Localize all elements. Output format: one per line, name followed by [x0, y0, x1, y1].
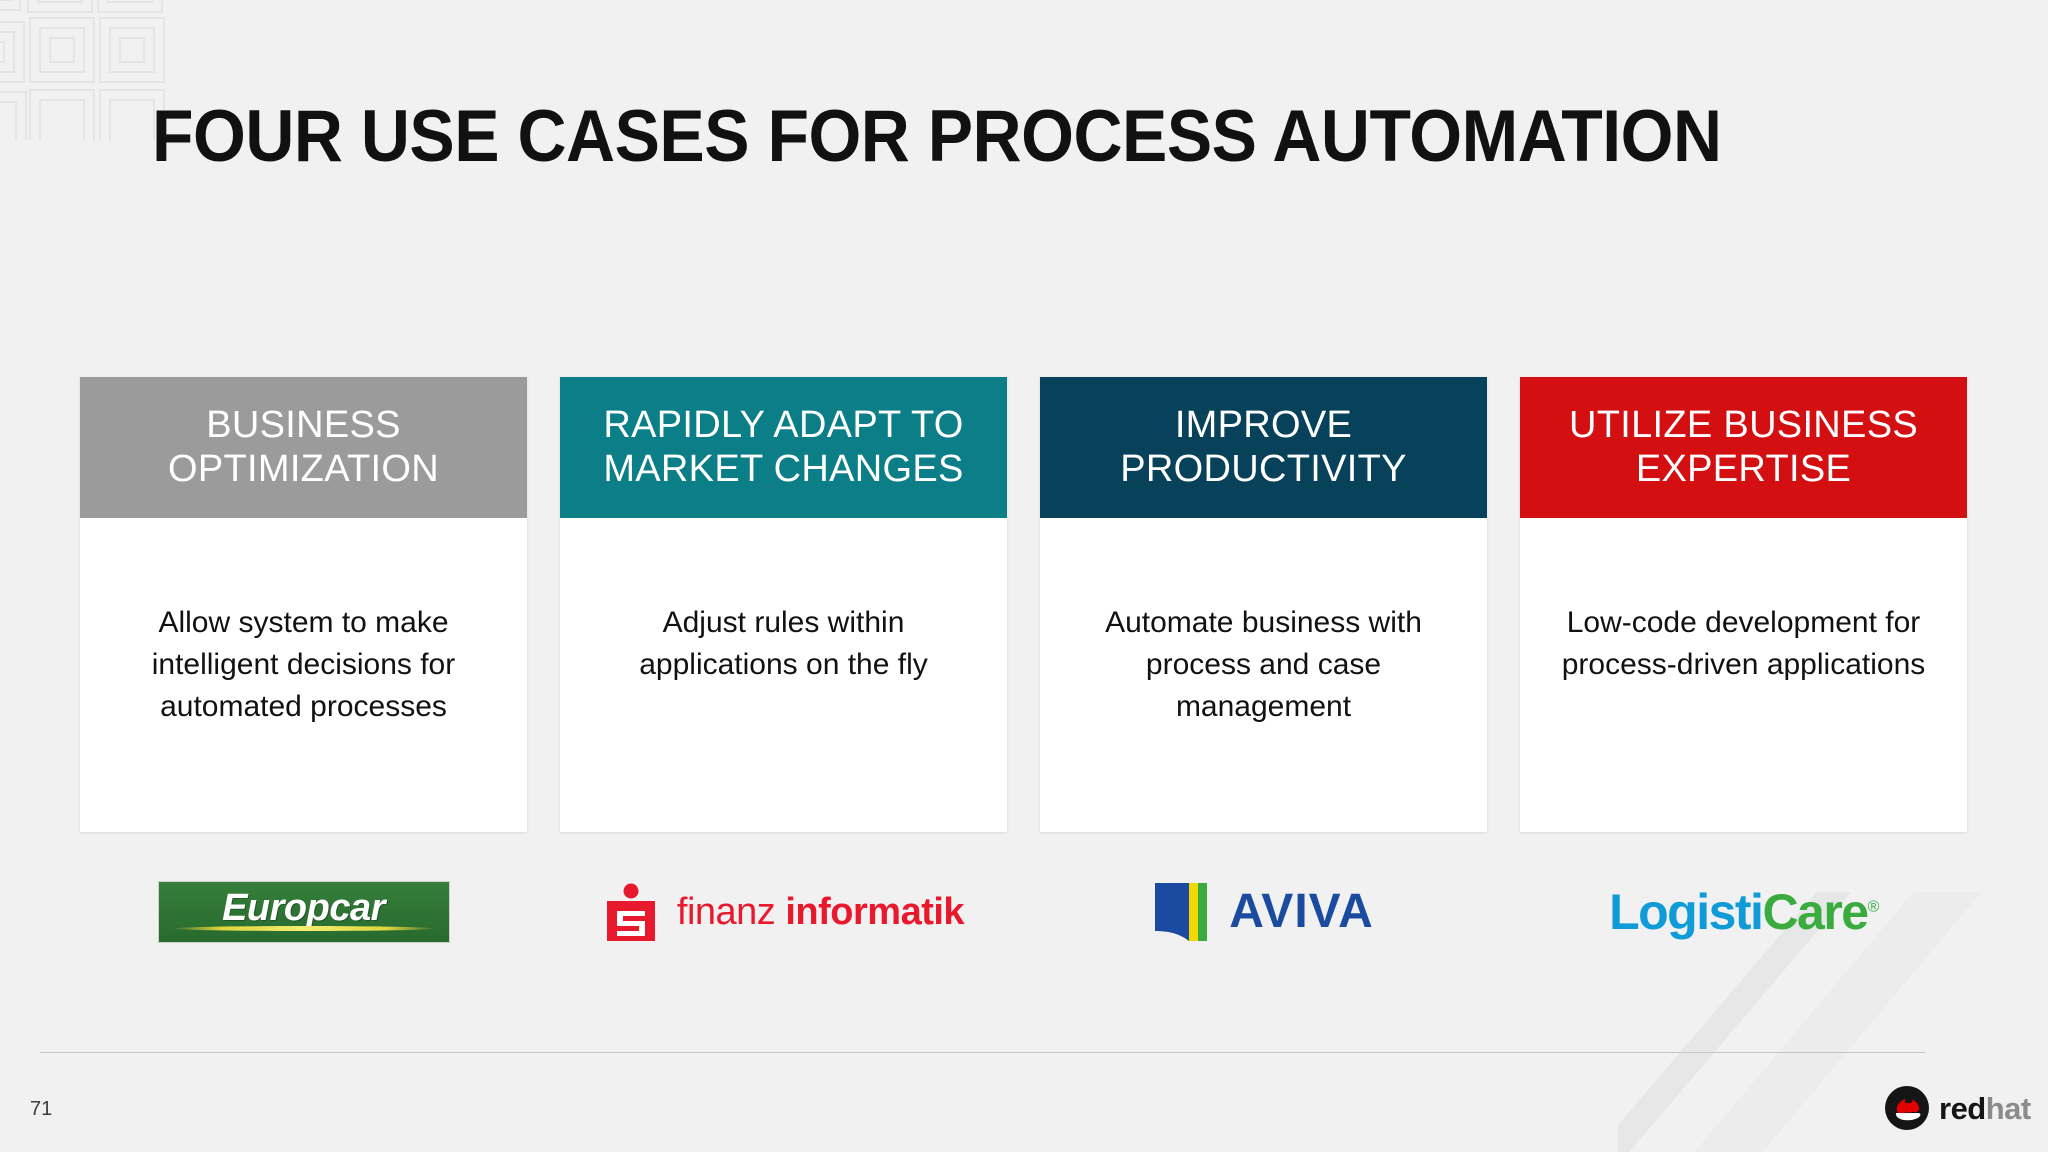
- logo-cell-3: AVIVA: [1040, 862, 1487, 962]
- hat-word: hat: [1985, 1090, 2032, 1126]
- card-body-text: Low-code development for process-driven …: [1561, 606, 1926, 681]
- redhat-logo: redhat: [1884, 1085, 2031, 1131]
- card-body-utilize-expertise: Low-code development for process-driven …: [1520, 518, 1967, 832]
- card-header-utilize-expertise: UTILIZE BUSINESS EXPERTISE: [1520, 377, 1967, 518]
- finanz-word: finanz: [676, 890, 776, 933]
- card-header-improve-productivity: IMPROVE PRODUCTIVITY: [1040, 377, 1487, 518]
- use-case-card-improve-productivity[interactable]: IMPROVE PRODUCTIVITY Automate business w…: [1040, 377, 1487, 832]
- sparkassen-s-icon: [603, 883, 659, 941]
- care-word: Care: [1762, 884, 1869, 940]
- redhat-wordmark: redhat: [1939, 1093, 2031, 1124]
- aviva-logo: AVIVA: [1153, 881, 1374, 943]
- informatik-word: informatik: [785, 890, 965, 933]
- footer-divider: [40, 1052, 1926, 1053]
- registered-mark-icon: ®: [1867, 898, 1880, 916]
- finanz-informatik-wordmark: finanz informatik: [676, 890, 965, 934]
- card-header-business-optimization: BUSINESS OPTIMIZATION: [80, 377, 527, 518]
- aviva-flag-icon: [1153, 881, 1209, 943]
- card-body-text: Automate business with process and case …: [1105, 606, 1422, 723]
- use-case-card-rapidly-adapt[interactable]: RAPIDLY ADAPT TO MARKET CHANGES Adjust r…: [560, 377, 1007, 832]
- card-body-text: Allow system to make intelligent decisio…: [151, 606, 456, 723]
- europcar-logo: Europcar: [157, 881, 450, 943]
- card-body-improve-productivity: Automate business with process and case …: [1040, 518, 1487, 832]
- logo-cell-4: LogistiCare®: [1520, 862, 1967, 962]
- redhat-fedora-icon: [1884, 1085, 1930, 1131]
- europcar-swoosh-icon: [174, 926, 433, 931]
- card-body-business-optimization: Allow system to make intelligent decisio…: [80, 518, 527, 832]
- logisti-word: Logisti: [1609, 884, 1764, 940]
- use-case-card-utilize-expertise[interactable]: UTILIZE BUSINESS EXPERTISE Low-code deve…: [1520, 377, 1967, 832]
- page-title: FOUR USE CASES FOR PROCESS AUTOMATION: [152, 96, 1722, 177]
- finanz-informatik-logo: finanz informatik: [603, 883, 965, 941]
- aviva-wordmark: AVIVA: [1229, 885, 1374, 938]
- logo-cell-2: finanz informatik: [560, 862, 1007, 962]
- europcar-wordmark: Europcar: [222, 887, 385, 929]
- use-case-card-business-optimization[interactable]: BUSINESS OPTIMIZATION Allow system to ma…: [80, 377, 527, 832]
- logo-cell-1: Europcar: [80, 862, 527, 962]
- page-number: 71: [30, 1098, 53, 1120]
- customer-logo-row: Europcar finanz: [80, 862, 1972, 962]
- card-body-text: Adjust rules within applications on the …: [639, 606, 928, 681]
- use-case-card-row: BUSINESS OPTIMIZATION Allow system to ma…: [80, 377, 1972, 832]
- card-body-rapidly-adapt: Adjust rules within applications on the …: [560, 518, 1007, 832]
- logisticare-logo: LogistiCare®: [1609, 884, 1880, 940]
- red-word: red: [1939, 1090, 1986, 1126]
- card-header-rapidly-adapt: RAPIDLY ADAPT TO MARKET CHANGES: [560, 377, 1007, 518]
